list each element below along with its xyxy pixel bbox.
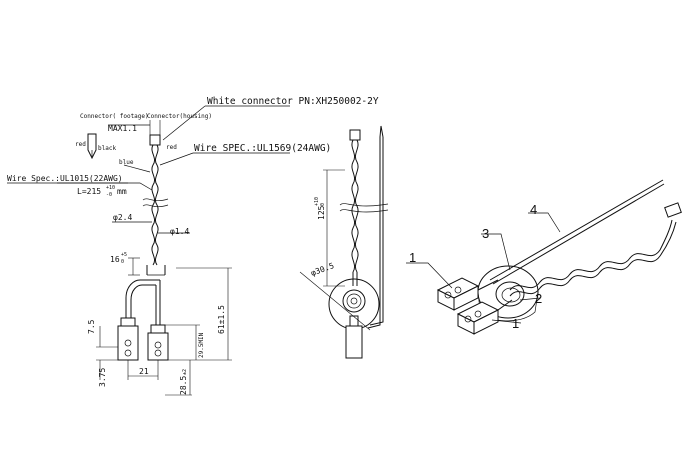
left-terminal-block bbox=[117, 325, 139, 361]
label-red-left: red bbox=[75, 141, 86, 148]
label-dim-125-tol-minus: 0 bbox=[320, 203, 326, 206]
twisted-wire-iso bbox=[509, 219, 677, 297]
label-dia-2-4: φ2.4 bbox=[113, 213, 132, 222]
iso-view: 1 1 2 3 4 bbox=[406, 179, 682, 335]
label-length-tol-minus: -0 bbox=[106, 192, 112, 198]
label-length-tol-plus: +10 bbox=[106, 185, 115, 191]
iso-terminal-1b bbox=[456, 301, 500, 335]
callout-1b: 1 bbox=[512, 316, 519, 331]
label-red-right: red bbox=[166, 144, 177, 151]
label-dim-7-5: 7.5 bbox=[87, 319, 96, 334]
label-black: black bbox=[98, 145, 116, 152]
left-terminal-neck bbox=[120, 317, 136, 327]
label-dim-125: 125 bbox=[317, 205, 326, 220]
side-terminal bbox=[345, 325, 363, 359]
top-connector-housing bbox=[149, 134, 161, 146]
front-view: Connector( footage) Connector(housing) M… bbox=[7, 96, 379, 396]
label-connector-housing: Connector(housing) bbox=[147, 113, 212, 120]
callout-2: 2 bbox=[535, 291, 542, 306]
callout-3: 3 bbox=[482, 226, 489, 241]
label-dim-125-tol-plus: +10 bbox=[314, 197, 320, 206]
label-dim-29-5: 29.5MIN bbox=[198, 332, 205, 358]
label-dim-21: 21 bbox=[139, 367, 149, 376]
iso-terminal-1a bbox=[436, 277, 480, 311]
label-connector-footage: Connector( footage) bbox=[80, 113, 149, 120]
label-dim-28-5-tol: ±2 bbox=[182, 369, 188, 375]
side-view: 125 +10 0 φ30.5 bbox=[299, 125, 389, 359]
connector-footage-pin bbox=[87, 133, 97, 160]
callout-4: 4 bbox=[530, 202, 537, 217]
label-length-unit: mm bbox=[117, 187, 127, 196]
label-dim-16-tol-plus: +5 bbox=[121, 252, 127, 258]
label-max: MAX1.1 bbox=[108, 124, 137, 133]
callout-1a: 1 bbox=[409, 250, 416, 265]
label-dim-3-75: 3.75 bbox=[98, 368, 107, 387]
label-wire-spec-right: Wire SPEC.:UL1569(24AWG) bbox=[194, 143, 331, 154]
label-dim-16: 16 bbox=[110, 255, 120, 264]
label-dim-28-5: 28.5 bbox=[179, 376, 188, 395]
twisted-wire-side bbox=[351, 139, 359, 273]
label-dia-30-5: φ30.5 bbox=[310, 261, 336, 278]
label-white-connector: White connector PN:XH250002-2Y bbox=[207, 96, 379, 107]
label-wire-spec-left: Wire Spec.:UL1015(22AWG) bbox=[7, 174, 123, 183]
label-dim-16-tol-minus: 0 bbox=[121, 259, 124, 265]
twisted-wire-front bbox=[151, 144, 159, 266]
label-blue: blue bbox=[119, 159, 134, 166]
label-dim-61: 61±1.5 bbox=[217, 305, 226, 334]
right-terminal-neck bbox=[150, 324, 166, 334]
iso-end-connector bbox=[664, 202, 682, 218]
label-dia-1-4: φ1.4 bbox=[170, 227, 189, 236]
label-length: L=215 bbox=[77, 187, 101, 196]
